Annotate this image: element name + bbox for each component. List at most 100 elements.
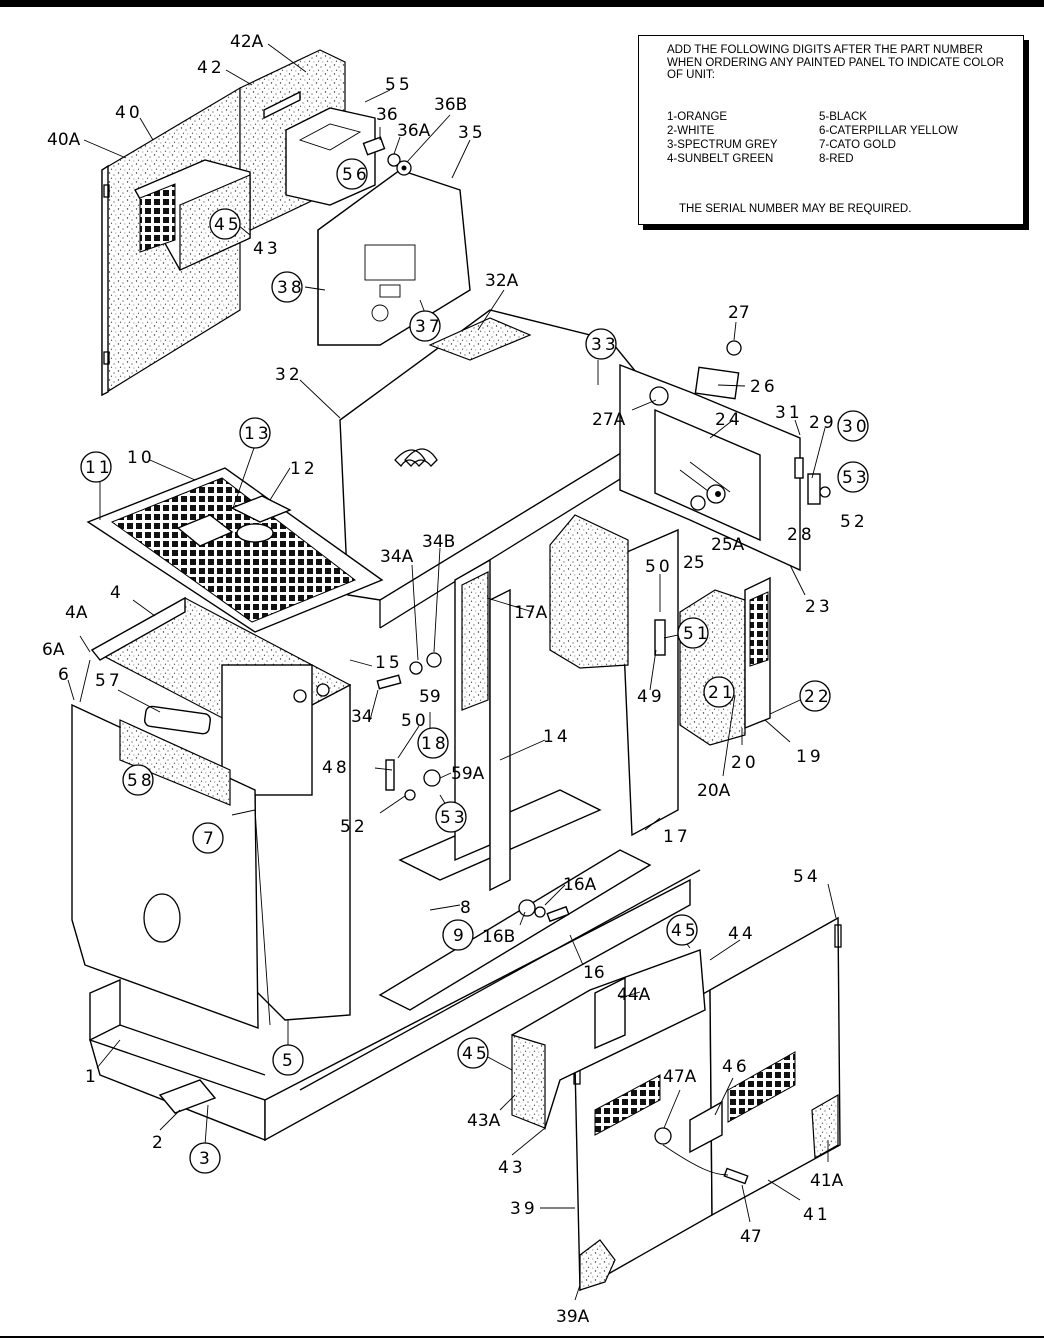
color-column-left: 1-ORANGE 2-WHITE 3-SPECTRUM GREY 4-SUNBE… [667, 110, 778, 166]
callout-20A: 20A [697, 781, 731, 801]
callout-16B: 16B [482, 927, 515, 947]
callout-17: 17 [663, 827, 691, 847]
hinge-28-30 [794, 457, 821, 505]
callout-59A: 59A [451, 764, 485, 784]
callout-27: 27 [728, 303, 750, 323]
color-code-item: 2-WHITE [667, 125, 715, 137]
callout-45-bottom: 45 [462, 1044, 490, 1064]
callout-42: 42 [197, 58, 225, 78]
color-column-right: 5-BLACK 6-CATERPILLAR YELLOW 7-CATO GOLD… [819, 110, 958, 166]
roof-panel-32 [339, 309, 677, 629]
callout-circles [80, 158, 869, 1174]
center-posts-14-17-18 [454, 528, 679, 892]
callout-14: 14 [543, 727, 571, 747]
callout-45-top: 45 [214, 215, 242, 235]
color-code-item: 1-ORANGE [667, 111, 728, 123]
callout-40A: 40A [47, 130, 81, 150]
callout-48: 48 [322, 758, 350, 778]
callout-17A: 17A [514, 603, 548, 623]
callout-52-left: 52 [340, 817, 368, 837]
callout-2: 2 [152, 1133, 163, 1153]
callout-16: 16 [583, 963, 605, 983]
control-box-55 [285, 107, 376, 206]
color-code-item: 3-SPECTRUM GREY [667, 139, 778, 151]
color-code-item: 5-BLACK [819, 111, 867, 123]
callout-58: 58 [127, 771, 155, 791]
callout-36B: 36B [434, 95, 467, 115]
front-panel-6 [71, 703, 271, 1030]
callout-1: 1 [85, 1067, 96, 1087]
callout-47: 47 [740, 1227, 762, 1247]
callout-4A: 4A [65, 603, 88, 623]
color-code-item: 8-RED [819, 153, 854, 165]
bolt-36 [362, 136, 412, 176]
callout-18: 18 [421, 734, 449, 754]
callout-30: 30 [842, 417, 870, 437]
callout-45-mid: 45 [671, 921, 699, 941]
callout-11: 11 [85, 458, 113, 478]
callout-46: 46 [722, 1057, 750, 1077]
callout-24: 24 [715, 410, 743, 430]
color-code-note: ADD THE FOLLOWING DIGITS AFTER THE PART … [638, 35, 1024, 225]
callout-20: 20 [731, 753, 759, 773]
radiator-grille-10 [86, 467, 384, 633]
bracket-2 [158, 1079, 217, 1114]
callout-39A: 39A [556, 1307, 590, 1327]
callout-6: 6 [58, 665, 69, 685]
callout-37: 37 [415, 317, 443, 337]
callout-21: 21 [708, 683, 736, 703]
color-code-item: 6-CATERPILLAR YELLOW [819, 125, 958, 137]
callout-55: 55 [385, 75, 413, 95]
callout-36A: 36A [397, 121, 431, 141]
callout-34B: 34B [422, 532, 455, 552]
callout-12: 12 [290, 459, 318, 479]
callout-57: 57 [95, 671, 123, 691]
callout-43-top: 43 [253, 239, 281, 259]
callout-56: 56 [342, 165, 370, 185]
callout-4: 4 [110, 583, 121, 603]
callout-42A: 42A [230, 32, 264, 52]
cover-plate-12 [230, 495, 292, 523]
side-panel-41 [689, 916, 842, 1217]
callout-28: 28 [787, 525, 815, 545]
callout-54: 54 [793, 867, 821, 887]
callout-34A: 34A [380, 547, 414, 567]
callout-52-right: 52 [840, 512, 868, 532]
callout-31: 31 [775, 403, 803, 423]
callout-47A: 47A [663, 1067, 697, 1087]
top-rule [0, 0, 1044, 7]
callout-59: 59 [419, 687, 441, 707]
serial-number-note: THE SERIAL NUMBER MAY BE REQUIRED. [679, 203, 912, 215]
callout-13: 13 [244, 424, 272, 444]
note-instructions: ADD THE FOLLOWING DIGITS AFTER THE PART … [667, 44, 1004, 81]
callout-43-bottom: 43 [498, 1158, 526, 1178]
callout-labels: 42A 42 40 40A 55 36 36B 36A 35 56 45 43 … [42, 32, 870, 1327]
engine-enclosure-4 [90, 596, 352, 1021]
callout-22: 22 [804, 687, 832, 707]
callout-44A: 44A [617, 985, 651, 1005]
callout-51: 51 [683, 624, 711, 644]
side-panel-39 [573, 988, 713, 1292]
callout-53-right: 53 [842, 468, 870, 488]
callout-27A: 27A [592, 410, 626, 430]
callout-15: 15 [375, 653, 403, 673]
callout-10: 10 [127, 448, 155, 468]
callout-41: 41 [803, 1205, 831, 1225]
callout-3: 3 [199, 1149, 210, 1169]
bottom-rule [0, 1336, 1044, 1338]
callout-16A: 16A [563, 875, 597, 895]
color-code-item: 7-CATO GOLD [819, 139, 896, 151]
callout-38: 38 [277, 278, 305, 298]
callout-25A: 25A [711, 535, 745, 555]
callout-29: 29 [809, 413, 837, 433]
callout-43A: 43A [467, 1111, 501, 1131]
callout-36: 36 [376, 105, 398, 125]
callout-6A: 6A [42, 640, 65, 660]
callout-9: 9 [453, 926, 464, 946]
callout-50-left: 50 [401, 711, 429, 731]
callout-7: 7 [203, 829, 214, 849]
callout-41A: 41A [810, 1171, 844, 1191]
callout-32: 32 [275, 365, 303, 385]
callout-32A: 32A [485, 271, 519, 291]
